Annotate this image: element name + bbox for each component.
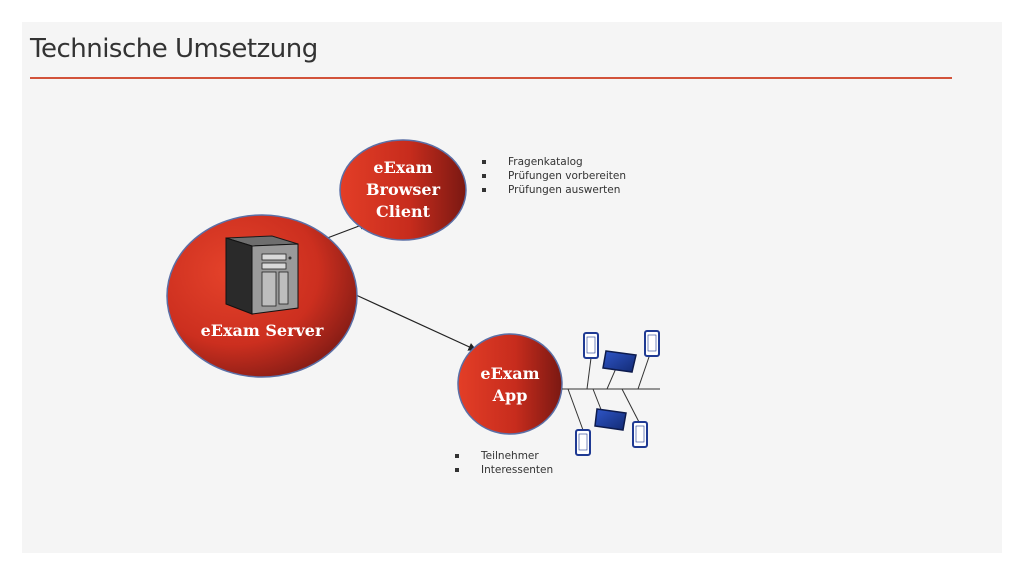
tablet-icon <box>602 350 637 373</box>
smartphone-icon <box>583 332 599 359</box>
slide-title: Technische Umsetzung <box>30 34 318 64</box>
browser-client-label: eExam Browser Client <box>350 157 456 223</box>
smartphone-icon <box>632 421 648 448</box>
server-tower-icon <box>225 235 299 315</box>
smartphone-icon <box>644 330 660 357</box>
list-item: Interessenten <box>453 463 553 477</box>
browser-client-task-list: Fragenkatalog Prüfungen vorbereiten Prüf… <box>480 155 626 197</box>
arrow-server-to-app <box>355 294 477 351</box>
tablet-icon <box>594 408 627 431</box>
browser-client-label-line: eExam <box>373 158 433 177</box>
app-label: eExam App <box>465 363 555 407</box>
app-node <box>457 333 563 435</box>
app-label-line: App <box>492 386 528 405</box>
list-item: Prüfungen auswerten <box>480 183 626 197</box>
browser-client-node <box>339 139 467 241</box>
smartphone-icon <box>575 429 591 456</box>
app-label-line: eExam <box>480 364 540 383</box>
browser-client-label-line: Client <box>375 202 431 221</box>
list-item: Fragenkatalog <box>480 155 626 169</box>
browser-client-label-line: Browser <box>365 180 440 199</box>
app-user-list: Teilnehmer Interessenten <box>453 449 553 477</box>
list-item: Prüfungen vorbereiten <box>480 169 626 183</box>
list-item: Teilnehmer <box>453 449 553 463</box>
server-label: eExam Server <box>200 321 324 340</box>
title-underline <box>30 77 952 79</box>
